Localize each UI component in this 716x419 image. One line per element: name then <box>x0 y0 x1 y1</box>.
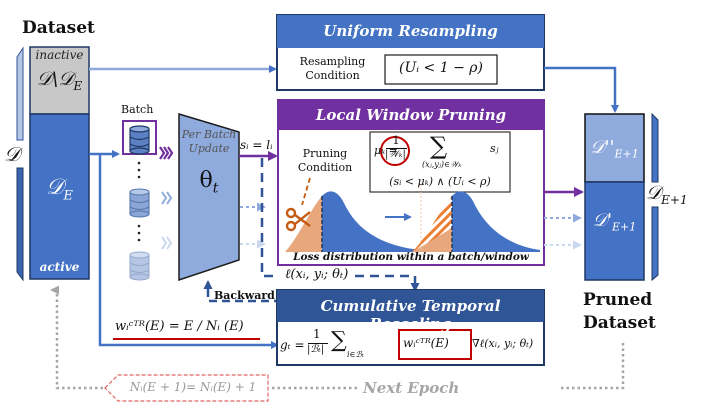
database-icon <box>129 125 150 155</box>
uniform-resampling-title: Uniform Resampling <box>323 22 498 40</box>
model-theta-label: θt <box>199 168 219 197</box>
database-icon <box>129 251 150 281</box>
resampled-subset-block <box>584 113 645 183</box>
loss-distribution-before <box>285 191 420 252</box>
next-dataset-label: 𝒟E+1 <box>646 182 688 207</box>
chevron-right-icon <box>159 146 174 160</box>
dataset-bracket <box>16 46 24 282</box>
more-batches-ellipsis <box>137 161 141 242</box>
resampling-condition-label: Resampling Condition <box>299 55 366 82</box>
ctr-title: Cumulative Temporal Rescaling <box>320 297 501 333</box>
count-update-equation: Nᵢ(E + 1)= Nᵢ(E) + 1 <box>129 380 257 394</box>
loss-to-ctr-arrow <box>355 274 420 292</box>
local-window-pruning-title: Local Window Pruning <box>315 106 507 124</box>
resampling-to-pruned-arrow <box>544 66 619 113</box>
resampling-condition-box <box>384 54 498 85</box>
pruned-dataset-bracket <box>651 112 659 282</box>
model-caption: Per Batch Update <box>181 128 237 155</box>
database-icon <box>129 188 150 218</box>
next-epoch-loop <box>50 285 103 390</box>
active-to-ctr-arrow <box>98 154 279 349</box>
loss-label: ℓ(xᵢ, yᵢ; θₜ) <box>283 266 351 282</box>
inactive-subset-block <box>29 46 90 115</box>
gradient-formula: gₜ = 1 |ℬₜ| ∑ i∈ℬₜ wᵢᶜᵀᴿ(E) ∇ℓ(xᵢ, yᵢ; θ… <box>280 327 534 359</box>
uniform-resampling-header-bg <box>277 15 544 48</box>
local-window-pruning-header-bg <box>278 100 544 130</box>
distribution-caption: Loss distribution within a batch/window <box>293 251 529 263</box>
next-epoch-loop <box>558 343 625 390</box>
pruning-pointer-line <box>301 177 311 206</box>
resampled-subset-label: 𝒟''E+1 <box>590 137 639 161</box>
batch-label: Batch <box>121 103 154 116</box>
scissors-icon <box>285 207 311 232</box>
backward-label: Backward <box>214 289 275 302</box>
loss-dashed-line <box>260 158 275 278</box>
active-subset-block <box>29 113 90 280</box>
count-update-box <box>104 374 269 402</box>
resampling-condition: (Uᵢ < 1 − ρ) <box>399 60 483 76</box>
ctr-weight-highlight-box <box>398 329 472 360</box>
pruning-condition: (sᵢ < μₖ) ∧ (Uᵢ < ρ) <box>389 175 491 188</box>
window-mean-formula: μₖ = 1 |𝒲ₖ| ∑ (xⱼ,yⱼ)∈𝒲ₖ sⱼ <box>374 132 499 169</box>
weight-equation: wᵢᶜᵀᴿ(E) = E / Nᵢ (E) <box>115 319 244 334</box>
pruning-condition-label: Pruning Condition <box>297 147 353 174</box>
full-dataset-label: 𝒟 <box>4 142 20 166</box>
kept-subset-block <box>584 181 645 281</box>
inactive-label: inactive <box>35 48 84 62</box>
active-label: active <box>39 260 80 274</box>
pruned-dataset-title: Pruned Dataset <box>583 290 656 333</box>
loss-distribution-after <box>412 180 540 252</box>
chevron-right-icon <box>161 191 173 205</box>
window-size-highlight-circle <box>380 136 410 166</box>
model-block <box>178 112 240 282</box>
pruning-formula-box <box>369 131 511 193</box>
active-set-label: 𝒟E <box>45 175 74 204</box>
kept-subset-label: 𝒟'E+1 <box>592 210 637 234</box>
ctr-header-bg <box>277 290 544 322</box>
score-equation: sᵢ = lᵢ <box>240 138 273 152</box>
chevron-right-icon <box>161 236 173 250</box>
next-epoch-label: Next Epoch <box>363 379 460 397</box>
dataset-title: Dataset <box>22 18 95 38</box>
inactive-set-label: 𝒟\𝒟E <box>36 68 83 93</box>
